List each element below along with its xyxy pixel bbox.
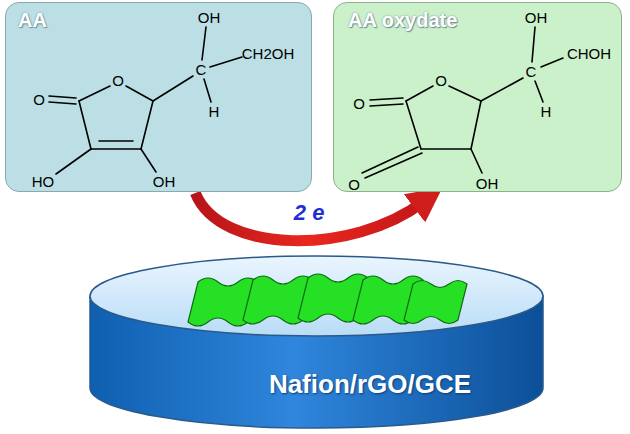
electrode-node: Nafion/rGO/GCE	[88, 252, 545, 432]
atom-label: HO	[32, 174, 55, 189]
box-heading: AA	[18, 9, 47, 32]
reactant-box: AA O O OH C H CH2OH HO OH	[5, 2, 312, 192]
atom-label: CHOH	[567, 46, 611, 61]
electrode-cylinder	[88, 252, 545, 432]
atom-label: O	[435, 73, 447, 88]
product-box: AA oxydateO O OH C H CHOH O OH	[333, 2, 622, 192]
atom-label: OH	[476, 176, 499, 191]
atom-label: O	[112, 73, 124, 88]
atom-label: OH	[198, 10, 221, 25]
atom-label: O	[353, 96, 365, 111]
edge-label: 2 e	[291, 201, 328, 225]
atom-label: O	[33, 92, 45, 107]
electron-transfer-arrow	[195, 193, 423, 241]
atom-label: O	[348, 177, 360, 192]
atom-label: CH2OH	[242, 46, 295, 61]
atom-label: H	[541, 104, 552, 119]
atom-label: OH	[525, 10, 548, 25]
atom-label: OH	[153, 174, 176, 189]
electrode-label: Nafion/rGO/GCE	[269, 369, 471, 400]
atom-label: C	[196, 62, 207, 77]
atom-label: C	[526, 64, 537, 79]
ascorbic-acid-structure	[6, 3, 313, 193]
oxidized-ascorbic-acid-structure	[334, 3, 623, 193]
box-heading: AA oxydate	[348, 9, 457, 32]
atom-label: H	[209, 104, 220, 119]
